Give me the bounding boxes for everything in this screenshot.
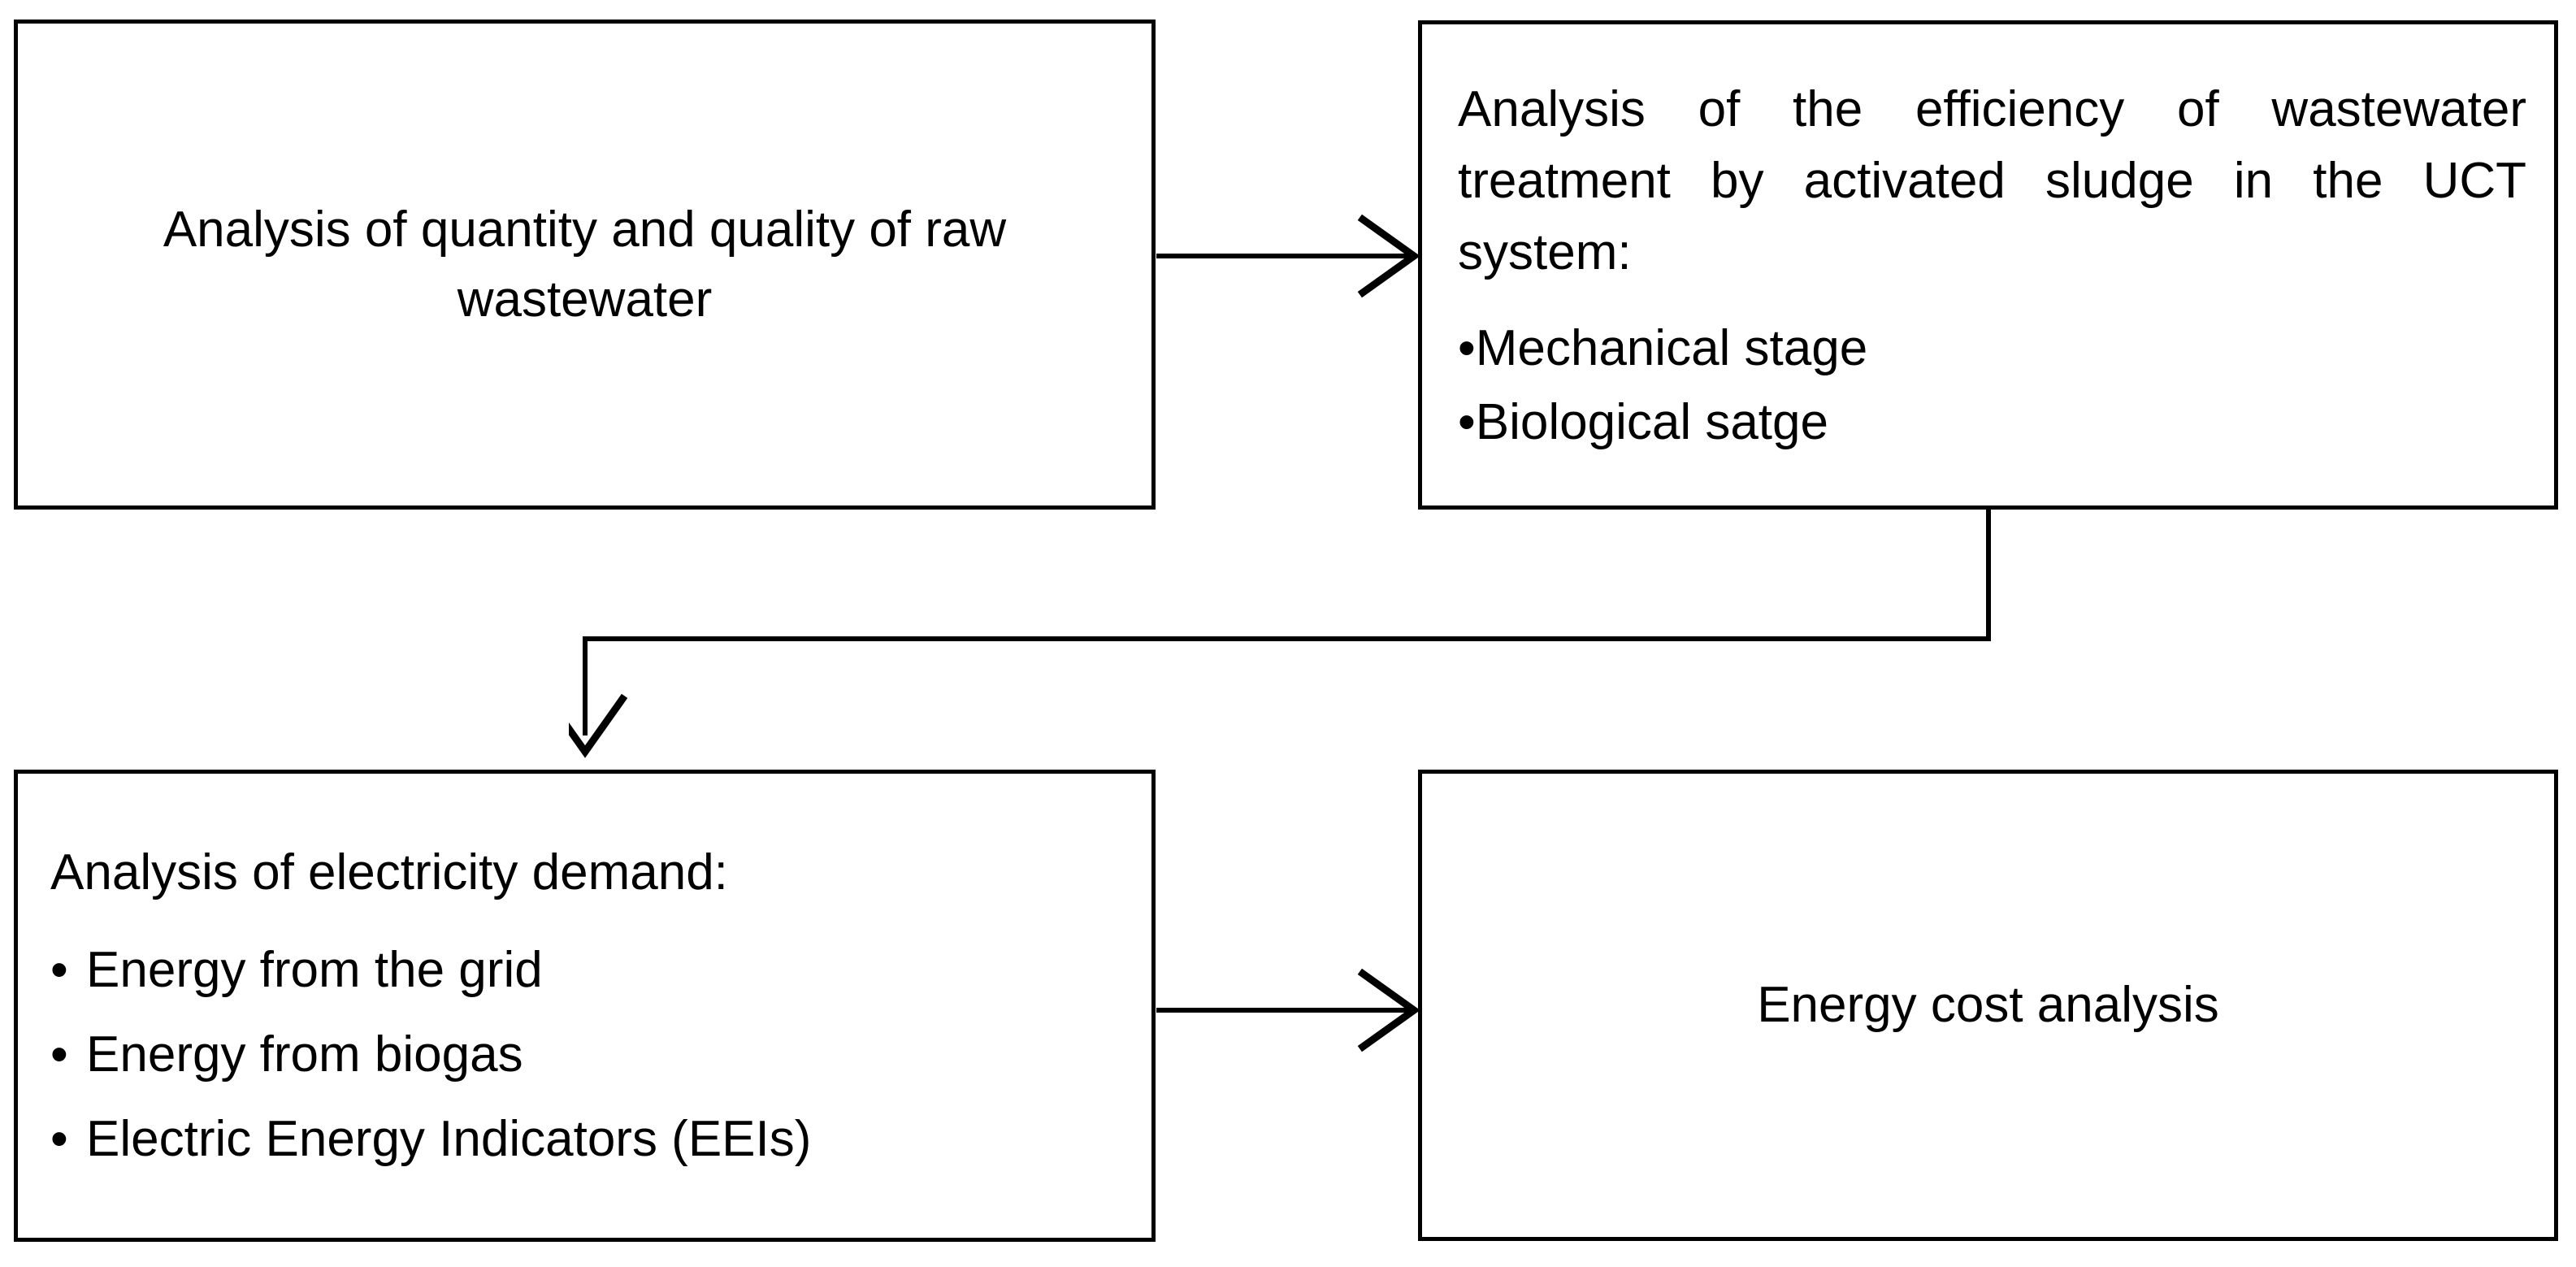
connector-arrow-uct-to-demand: [569, 510, 1991, 758]
node-label: Energy cost analysis: [1757, 976, 2219, 1033]
node-body: Energy cost analysis: [1422, 973, 2554, 1039]
connector-arrow-demand-to-cost: [1156, 968, 1420, 1052]
list-item-label: Mechanical stage: [1475, 320, 1868, 377]
flowchart-node-raw-wastewater[interactable]: Analysis of quantity and quality of raw …: [14, 20, 1156, 510]
list-item: •Biological satge: [1458, 390, 2526, 456]
connector-arrow-raw-to-uct: [1156, 214, 1420, 298]
flowchart-node-energy-cost[interactable]: Energy cost analysis: [1418, 770, 2558, 1241]
arrowhead-icon: [1357, 968, 1420, 1052]
list-item-label: Electric Energy Indicators (EEIs): [86, 1110, 812, 1167]
list-item: • Energy from the grid: [50, 939, 1124, 1002]
bullet-icon: •: [1458, 320, 1476, 377]
node-label: Analysis of the efficiency of wastewater…: [1458, 81, 2526, 281]
list-item-label: Energy from biogas: [86, 1026, 523, 1083]
node-body: Analysis of electricity demand: • Energy…: [18, 840, 1151, 1171]
list-item: •Mechanical stage: [1458, 316, 2526, 382]
bullet-icon: •: [50, 941, 68, 998]
node-body: Analysis of quantity and quality of raw …: [18, 195, 1151, 334]
node-label: Analysis of electricity demand:: [50, 844, 728, 901]
flowchart-node-uct-efficiency[interactable]: Analysis of the efficiency of wastewater…: [1418, 20, 2558, 510]
bullet-icon: •: [50, 1110, 68, 1167]
node-label: Analysis of quantity and quality of raw …: [163, 201, 1007, 328]
list-item-label: Biological satge: [1475, 394, 1828, 451]
arrowhead-icon: [569, 693, 628, 758]
flowchart-node-electricity-demand[interactable]: Analysis of electricity demand: • Energy…: [14, 770, 1156, 1242]
node-body: Analysis of the efficiency of wastewater…: [1422, 74, 2554, 455]
list-item: • Electric Energy Indicators (EEIs): [50, 1108, 1124, 1171]
arrowhead-icon: [1357, 214, 1420, 298]
bullet-icon: •: [1458, 394, 1476, 451]
bullet-icon: •: [50, 1026, 68, 1083]
list-item-label: Energy from the grid: [86, 941, 543, 998]
list-item: • Energy from biogas: [50, 1023, 1124, 1087]
